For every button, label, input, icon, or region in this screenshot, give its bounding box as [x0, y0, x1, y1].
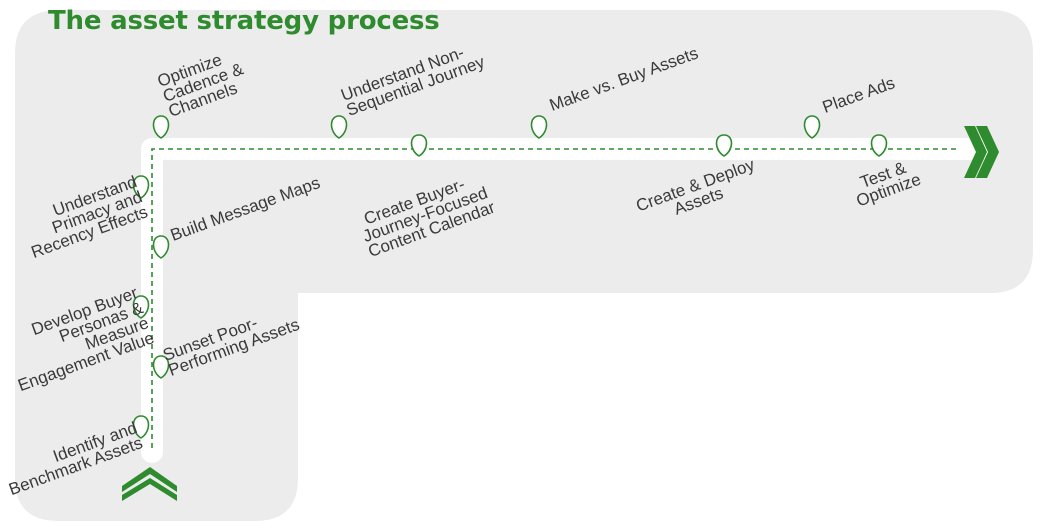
background-panel	[15, 10, 1033, 521]
location-pin-icon	[330, 115, 348, 139]
location-pin-icon	[410, 134, 428, 157]
location-pin-icon	[715, 134, 733, 157]
location-pin-icon	[132, 415, 150, 439]
location-pin-icon	[152, 355, 170, 379]
location-pin-icon	[870, 134, 888, 157]
location-pin-icon	[152, 235, 170, 259]
location-pin-icon	[530, 115, 548, 139]
location-pin-icon	[132, 295, 150, 319]
process-path-dashed-line	[151, 148, 960, 448]
location-pin-icon	[152, 115, 170, 139]
location-pin-icon	[803, 115, 821, 139]
double-chevron-right-icon	[964, 126, 999, 178]
double-chevron-up-icon	[122, 467, 177, 501]
location-pin-icon	[132, 175, 150, 199]
page-title: The asset strategy process	[48, 6, 440, 36]
